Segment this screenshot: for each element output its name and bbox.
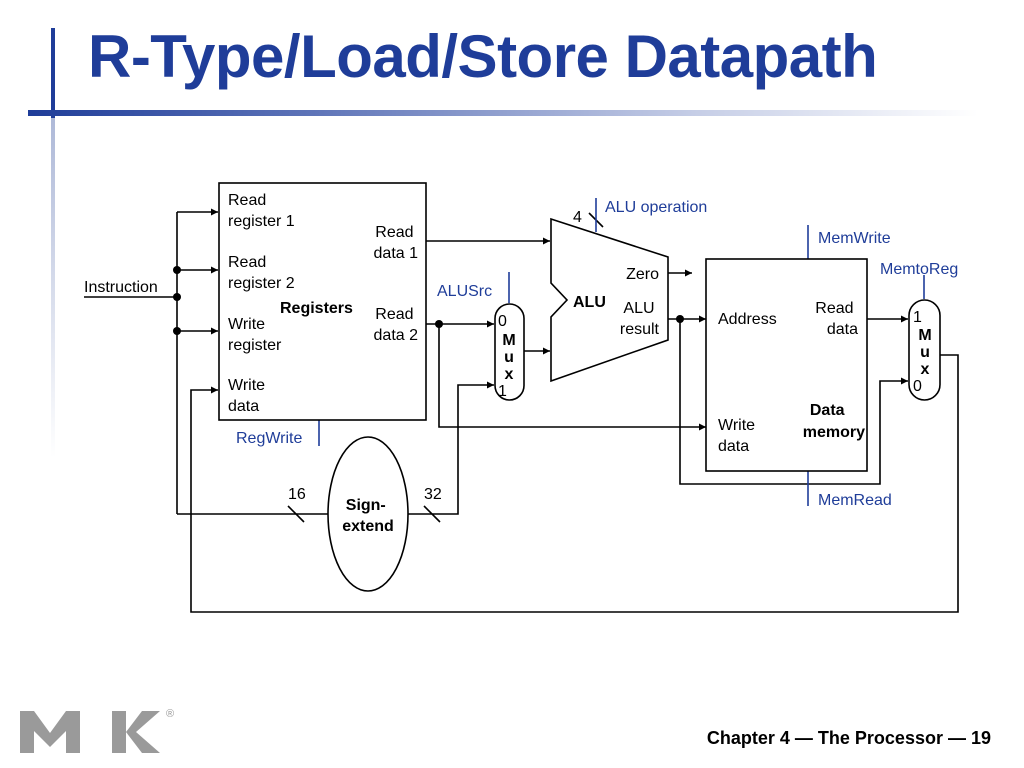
data-memory <box>705 258 868 472</box>
alusrc-mux-letter-m: M <box>502 332 515 349</box>
imm-out-bits: 32 <box>424 486 442 503</box>
wire-mem-write-data <box>438 324 706 431</box>
read-register-2-label: Read register 2 <box>228 254 295 292</box>
alu-name: ALU <box>573 294 606 311</box>
sign-extend-name: Sign- extend <box>342 497 394 535</box>
write-register-label: Write register <box>228 316 282 354</box>
wire-write-back <box>190 354 959 613</box>
alu-operation-label: ALU operation <box>605 199 707 216</box>
instruction-label: Instruction <box>84 279 158 296</box>
alusrc-mux <box>494 303 525 401</box>
alusrc-mux-letter-x: x <box>505 366 514 383</box>
memtoreg-mux <box>908 299 941 401</box>
sign-extend-unit <box>327 436 409 592</box>
registers-name: Registers <box>280 300 353 317</box>
alu-block <box>550 217 669 383</box>
read-data-1-label: Read data 1 <box>374 224 419 262</box>
memtoreg-mux-letter-u: u <box>920 344 930 361</box>
register-file <box>218 182 427 421</box>
title-underline-bar <box>28 110 978 116</box>
regwrite-label: RegWrite <box>236 430 302 447</box>
imm-in-bits: 16 <box>288 486 306 503</box>
control-lines <box>318 198 925 506</box>
data-memory-name: Data memory <box>803 402 865 441</box>
registered-mark: ® <box>166 708 174 720</box>
memwrite-label: MemWrite <box>818 230 891 247</box>
alusrc-mux-input-1: 1 <box>498 383 507 400</box>
mem-write-data-label: Write data <box>718 417 760 455</box>
memtoreg-mux-input-1: 1 <box>913 309 922 326</box>
mem-read-data-label: Read data <box>815 300 858 338</box>
read-data-2-label: Read data 2 <box>374 306 419 344</box>
memtoreg-mux-letter-m: M <box>918 327 931 344</box>
alu-result-label: ALU result <box>620 300 660 338</box>
wire-alu-bypass <box>679 319 908 485</box>
alusrc-label: ALUSrc <box>437 283 492 300</box>
slide-footer: Chapter 4 — The Processor — 19 <box>706 728 991 748</box>
memtoreg-label: MemtoReg <box>880 261 958 278</box>
alu-zero-label: Zero <box>626 266 659 283</box>
accent-bar-vertical-fade <box>51 118 55 458</box>
mem-address-label: Address <box>718 311 777 328</box>
alu-op-bits: 4 <box>573 209 582 226</box>
memtoreg-mux-letter-x: x <box>921 361 930 378</box>
memread-label: MemRead <box>818 492 892 509</box>
slide-title: R-Type/Load/Store Datapath <box>88 23 878 90</box>
write-data-label: Write data <box>228 377 270 415</box>
wire-junctions <box>173 266 684 335</box>
memtoreg-mux-input-0: 0 <box>913 378 922 395</box>
accent-bar-vertical <box>51 28 55 118</box>
alusrc-mux-letter-u: u <box>504 349 514 366</box>
alusrc-mux-input-0: 0 <box>498 313 507 330</box>
publisher-logo: ® <box>20 708 174 753</box>
read-register-1-label: Read register 1 <box>228 192 295 230</box>
